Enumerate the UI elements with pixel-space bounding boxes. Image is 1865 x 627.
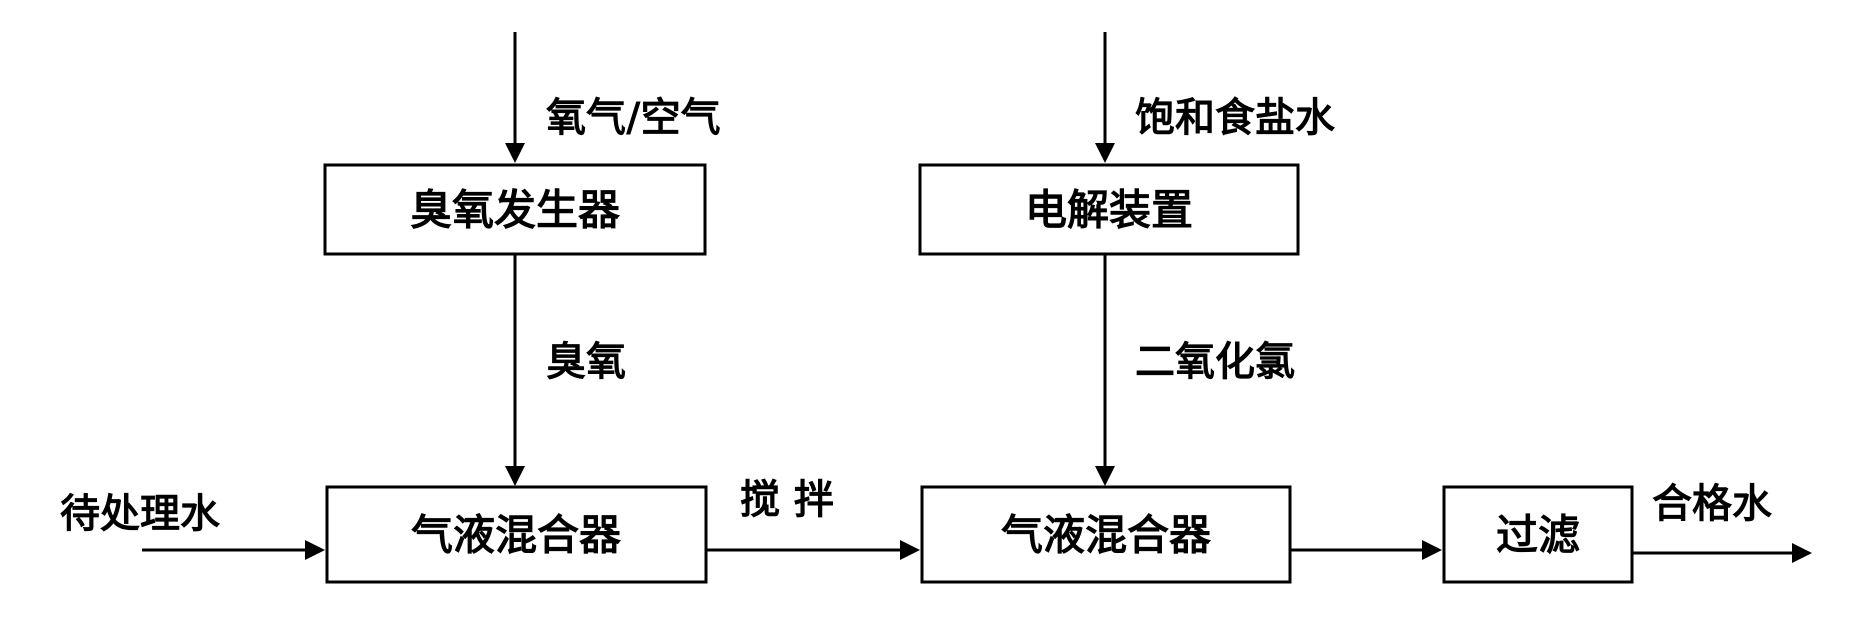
edge-qualified-water-out xyxy=(1632,543,1812,563)
edge-raw-water-in xyxy=(142,540,325,560)
label-stirring: 搅 拌 xyxy=(740,477,834,523)
label-chlorine-dioxide: 二氧化氯 xyxy=(1135,339,1295,385)
edge-mixer-to-filter xyxy=(1290,540,1442,560)
node-filter: 过滤 xyxy=(1442,485,1634,584)
edge-ozone xyxy=(505,254,525,486)
label-raw-water: 待处理水 xyxy=(60,491,221,537)
node-electrolysis-device: 电解装置 xyxy=(918,163,1300,256)
node-gas-liquid-mixer-1-label: 气液混合器 xyxy=(411,511,622,560)
node-gas-liquid-mixer-2-label: 气液混合器 xyxy=(1001,511,1212,560)
node-gas-liquid-mixer-1: 气液混合器 xyxy=(325,485,708,584)
node-ozone-generator: 臭氧发生器 xyxy=(323,163,707,256)
edge-saturated-brine-in xyxy=(1095,32,1115,163)
label-ozone: 臭氧 xyxy=(546,339,626,385)
label-saturated-brine: 饱和食盐水 xyxy=(1135,95,1336,141)
edge-stirring xyxy=(706,540,920,560)
edge-chlorine-dioxide xyxy=(1095,254,1115,486)
label-qualified-water: 合格水 xyxy=(1652,481,1773,527)
node-filter-label: 过滤 xyxy=(1496,511,1580,560)
node-ozone-generator-label: 臭氧发生器 xyxy=(410,186,621,235)
edge-oxygen-air-in xyxy=(505,32,525,163)
node-electrolysis-device-label: 电解装置 xyxy=(1025,186,1193,235)
label-oxygen-air: 氧气/空气 xyxy=(546,95,721,141)
node-gas-liquid-mixer-2: 气液混合器 xyxy=(920,485,1292,584)
